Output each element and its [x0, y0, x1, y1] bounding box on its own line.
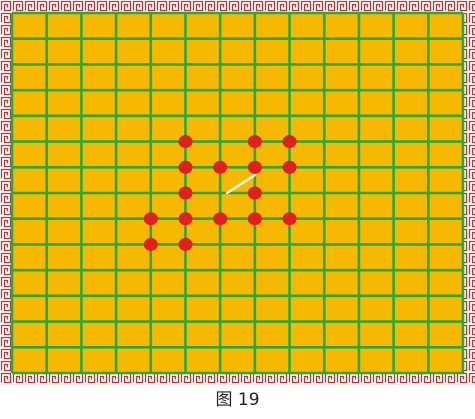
connector-line [225, 173, 257, 195]
red-stone[interactable] [282, 212, 297, 226]
red-stone[interactable] [143, 212, 158, 226]
red-stone[interactable] [178, 237, 193, 251]
red-stone[interactable] [213, 212, 228, 226]
figure-caption: 图 19 [215, 390, 260, 410]
red-stone[interactable] [282, 160, 297, 174]
red-stone[interactable] [247, 135, 262, 149]
game-board [0, 0, 475, 385]
red-stone[interactable] [282, 135, 297, 149]
connector-layer [225, 173, 257, 195]
red-stone[interactable] [247, 212, 262, 226]
stones-layer [143, 135, 297, 251]
red-stone[interactable] [143, 237, 158, 251]
red-stone[interactable] [178, 186, 193, 200]
red-stone[interactable] [247, 160, 262, 174]
board-canvas [0, 0, 475, 385]
red-stone[interactable] [247, 186, 262, 200]
red-stone[interactable] [178, 212, 193, 226]
red-stone[interactable] [213, 160, 228, 174]
red-stone[interactable] [178, 135, 193, 149]
red-stone[interactable] [178, 160, 193, 174]
